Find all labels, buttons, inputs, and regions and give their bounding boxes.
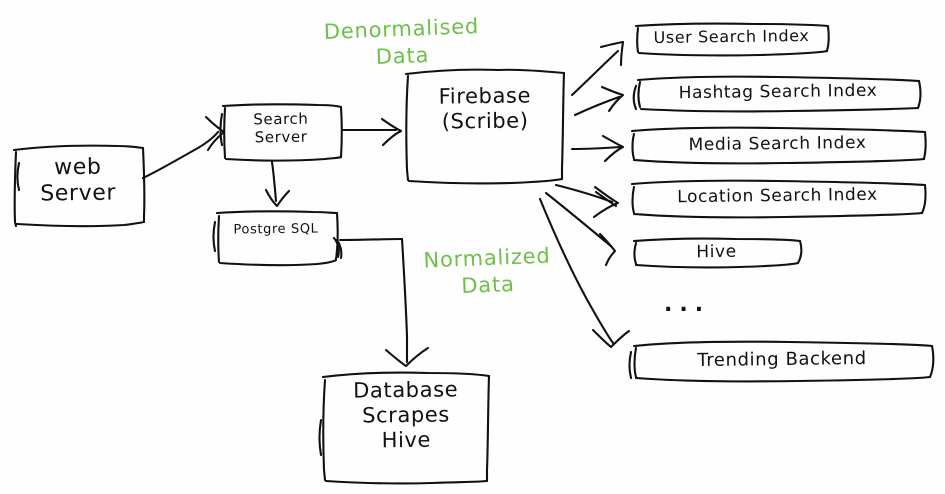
node-user-search-index[interactable] (635, 24, 828, 54)
node-search-server[interactable] (222, 105, 340, 160)
edge-firebase-to-trending-backend (538, 197, 631, 349)
node-box-media-search-index (630, 126, 927, 165)
node-location-search-index[interactable] (630, 183, 925, 215)
node-media-search-index[interactable] (630, 130, 925, 161)
edge-search-server-to-firebase (341, 117, 403, 147)
node-box-hashtag-search-index (632, 75, 922, 113)
edge-search-server-to-postgres (264, 160, 291, 208)
node-hive[interactable] (633, 239, 800, 266)
edge-firebase-to-hive (544, 191, 617, 267)
node-box-trending-backend (628, 340, 935, 383)
node-trending-backend[interactable] (632, 343, 932, 379)
node-postgres[interactable] (215, 210, 337, 265)
node-web-server[interactable] (13, 145, 143, 225)
node-box-database-scrapes (318, 371, 491, 485)
edge-web-server-to-search-server (141, 115, 226, 180)
node-box-location-search-index (630, 179, 927, 219)
node-box-postgres (212, 210, 343, 267)
node-box-web-server (12, 144, 146, 228)
edge-firebase-to-hashtag-search-index (573, 85, 625, 117)
node-database-scrapes[interactable] (322, 372, 490, 483)
node-box-user-search-index (634, 22, 830, 57)
node-box-firebase (404, 68, 566, 185)
edge-postgres-to-database-scrapes (338, 237, 430, 368)
node-box-hive (632, 237, 803, 269)
node-firebase[interactable] (405, 70, 565, 182)
node-hashtag-search-index[interactable] (636, 78, 920, 110)
edge-firebase-to-user-search-index (570, 40, 625, 97)
edge-firebase-to-location-search-index (554, 183, 620, 219)
edge-firebase-to-media-search-index (570, 134, 625, 163)
